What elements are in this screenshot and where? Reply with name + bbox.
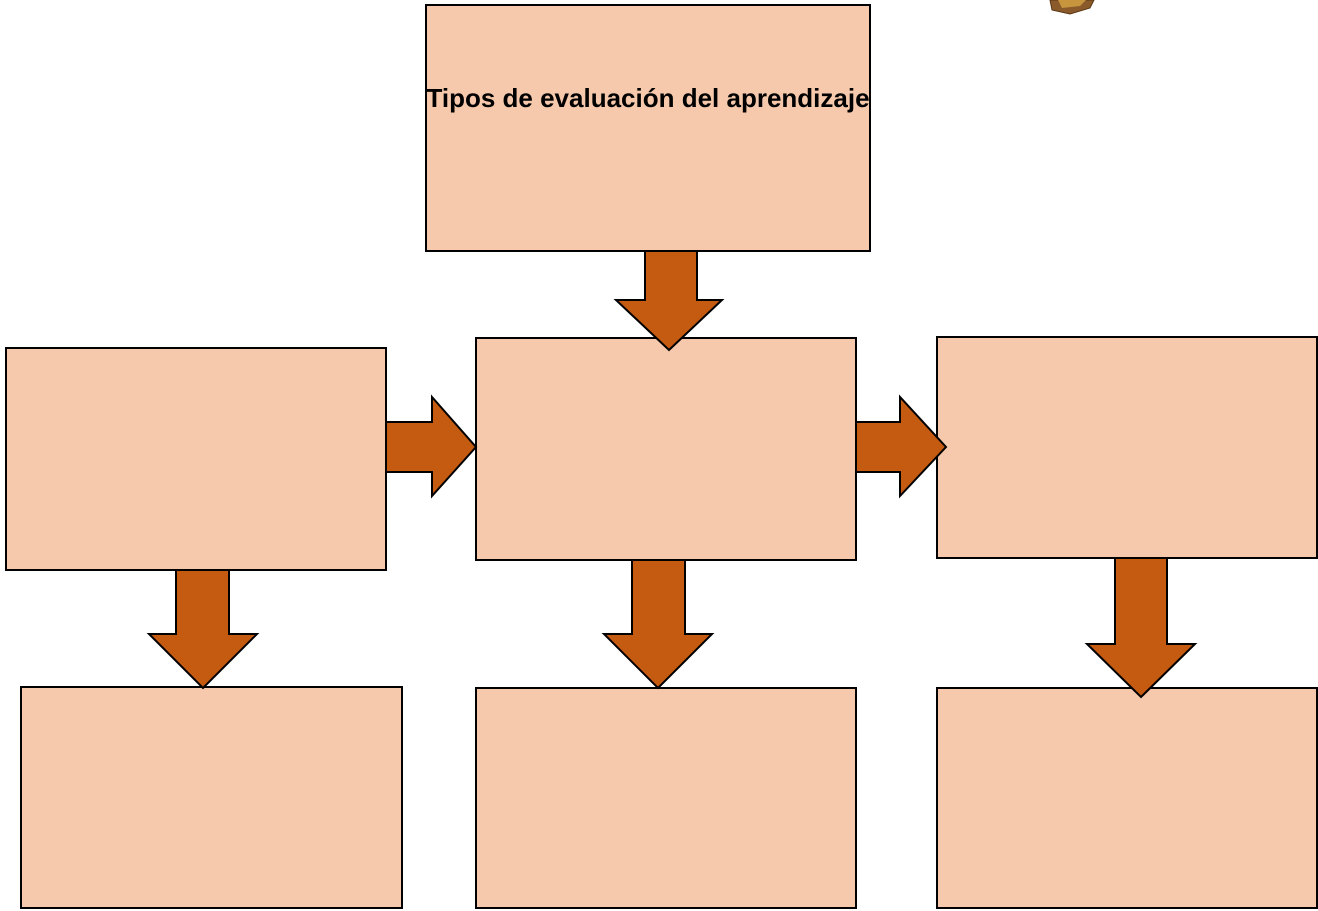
arrow-left-to-center [385, 394, 478, 499]
arrow-center-to-right [855, 394, 948, 499]
bottom-center-box [475, 687, 857, 909]
arrow-center-down [601, 559, 715, 690]
arrow-title-to-center [613, 250, 725, 352]
bottom-right-box [936, 687, 1318, 909]
arrow-right-down [1084, 557, 1198, 699]
diagram-title: Tipos de evaluación del aprendizaje [426, 83, 870, 113]
arrow-left-down [146, 569, 260, 690]
middle-left-box [5, 347, 387, 571]
decorative-corner-image [1049, 0, 1095, 15]
middle-right-box [936, 336, 1318, 559]
title-box [425, 4, 871, 252]
middle-center-box [475, 337, 857, 561]
bottom-left-box [20, 686, 403, 909]
